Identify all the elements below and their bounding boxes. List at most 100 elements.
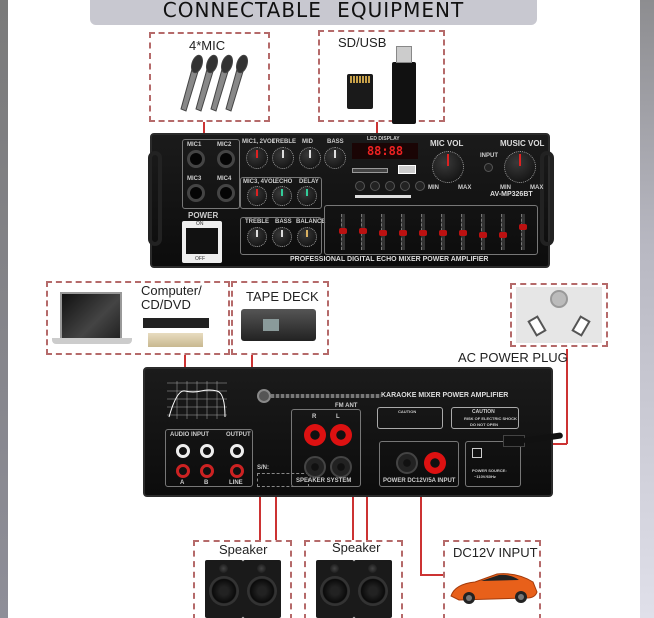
wire-dc-v <box>420 470 422 575</box>
usb-drive-icon <box>392 46 416 124</box>
balance-knob[interactable] <box>297 227 317 247</box>
speaker-l-label: L <box>336 414 340 420</box>
amplifier-back-panel: FM ANT KARAOKE MIXER POWER AMPLIFIER AUD… <box>143 367 553 497</box>
mic1-jack[interactable] <box>187 150 205 168</box>
speaker-l-positive-terminal[interactable] <box>330 424 352 446</box>
prev-button[interactable] <box>370 181 380 191</box>
wire-dc-h <box>420 574 446 576</box>
left-handle <box>148 151 162 246</box>
eq-slider[interactable] <box>499 214 507 250</box>
left-edge-background <box>0 0 8 618</box>
play-pause-button[interactable] <box>400 181 410 191</box>
audio-input-b-right[interactable] <box>200 464 214 478</box>
cd-dvd-label: CD/DVD <box>141 297 191 312</box>
dc-negative-terminal[interactable] <box>396 452 418 474</box>
mic-jack-group: MIC1 MIC2 MIC3 MIC4 <box>182 139 240 209</box>
mic3-jack[interactable] <box>187 184 205 202</box>
eq-slider[interactable] <box>459 214 467 250</box>
title-banner: CONNECTABLE EQUIPMENT <box>90 0 537 25</box>
mic12-volume-knob[interactable] <box>246 147 268 169</box>
music-vol-knob[interactable] <box>504 151 536 183</box>
line-output-left[interactable] <box>230 444 244 458</box>
power-source-group: POWER SOURCE: ~110V/60Hz <box>465 441 521 487</box>
mid-knob[interactable] <box>299 147 321 169</box>
eq-slider[interactable] <box>339 214 347 250</box>
eq-slider[interactable] <box>379 214 387 250</box>
fv-button[interactable] <box>415 181 425 191</box>
audio-input-b-left[interactable] <box>200 444 214 458</box>
power-switch[interactable]: ON OFF <box>182 221 222 263</box>
wire-speaker-r-minus <box>275 468 277 541</box>
led-display: 88:88 <box>352 143 418 159</box>
audio-input-a-left[interactable] <box>176 444 190 458</box>
delay-knob[interactable] <box>297 186 317 206</box>
speaker-r-negative-terminal[interactable] <box>304 456 326 478</box>
mic2-label: MIC2 <box>217 142 232 148</box>
knob-balance-label: BALANCE <box>296 219 326 225</box>
eq-slider[interactable] <box>419 214 427 250</box>
right-edge-background <box>640 0 654 618</box>
speaker-box-right: Speaker <box>304 540 403 618</box>
speaker-l-negative-terminal[interactable] <box>330 456 352 478</box>
frequency-response-chart <box>167 381 227 419</box>
power-on-label: ON <box>196 221 204 227</box>
mic2-jack[interactable] <box>217 150 235 168</box>
power-cord-plug <box>503 435 525 447</box>
audio-input-label: AUDIO INPUT <box>170 432 209 438</box>
eq-slider[interactable] <box>519 214 527 250</box>
knob-treble1-label: TREBLE <box>272 139 296 145</box>
ac-power-plug-box <box>510 283 608 347</box>
mic4-jack[interactable] <box>217 184 235 202</box>
repeat-indicator <box>355 195 411 198</box>
audio-input-a-right[interactable] <box>176 464 190 478</box>
wire-ac-v <box>566 349 568 444</box>
tape-deck-icon <box>241 309 316 341</box>
line-output-right[interactable] <box>230 464 244 478</box>
music-vol-min: MIN <box>500 185 511 191</box>
eq-slider[interactable] <box>479 214 487 250</box>
knob-bass1-label: BASS <box>327 139 344 145</box>
sd-card-slot[interactable] <box>352 168 388 173</box>
input-b-label: B <box>204 480 209 486</box>
eq-slider[interactable] <box>359 214 367 250</box>
eq-slider[interactable] <box>399 214 407 250</box>
model-number: AV-MP326BT <box>490 191 533 198</box>
echo-knob[interactable] <box>272 186 292 206</box>
mic-vol-knob[interactable] <box>432 151 464 183</box>
echo-group: MIC3, 4VOL ECHO DELAY <box>240 177 322 209</box>
treble-knob[interactable] <box>272 147 294 169</box>
tone-group: TREBLE BASS BALANCE <box>240 217 326 255</box>
wire-speaker-l-minus <box>352 468 354 541</box>
bass2-knob[interactable] <box>272 227 292 247</box>
input-button[interactable] <box>484 163 493 172</box>
mic34-volume-knob[interactable] <box>247 186 267 206</box>
mode-button[interactable] <box>355 181 365 191</box>
usb-port[interactable] <box>398 165 416 174</box>
speaker-box-left: Speaker <box>193 540 292 618</box>
sd-usb-label: SD/USB <box>338 35 387 50</box>
page-title: CONNECTABLE EQUIPMENT <box>162 0 465 22</box>
speaker-right-label: Speaker <box>332 540 381 555</box>
power-socket-icon <box>516 287 602 343</box>
treble2-knob[interactable] <box>247 227 267 247</box>
microphone-icon <box>180 54 249 112</box>
power-cord-inlet[interactable] <box>472 448 482 458</box>
laptop-icon <box>60 292 122 338</box>
speaker-r-positive-terminal[interactable] <box>304 424 326 446</box>
music-vol-label: MUSIC VOL <box>500 139 545 148</box>
knob-mid-label: MID <box>302 139 313 145</box>
fm-antenna-jack[interactable] <box>257 389 271 403</box>
mic3-label: MIC3 <box>187 176 202 182</box>
dc-positive-terminal[interactable] <box>424 452 446 474</box>
car-icon <box>450 573 538 604</box>
dc-input-group: POWER DC12V/5A INPUT <box>379 441 459 487</box>
bass-knob[interactable] <box>324 147 346 169</box>
amplifier-front-panel: MIC1 MIC2 MIC3 MIC4 POWER ON OFF MIC1, 2… <box>148 133 554 268</box>
caution2-title: CAUTION <box>472 409 495 415</box>
computer-cd-dvd-box: Computer/ CD/DVD <box>46 281 230 355</box>
cd-player-icon <box>148 333 203 347</box>
eq-slider[interactable] <box>439 214 447 250</box>
speaker-left-label: Speaker <box>219 542 268 557</box>
next-button[interactable] <box>385 181 395 191</box>
input-label: INPUT <box>480 153 498 159</box>
